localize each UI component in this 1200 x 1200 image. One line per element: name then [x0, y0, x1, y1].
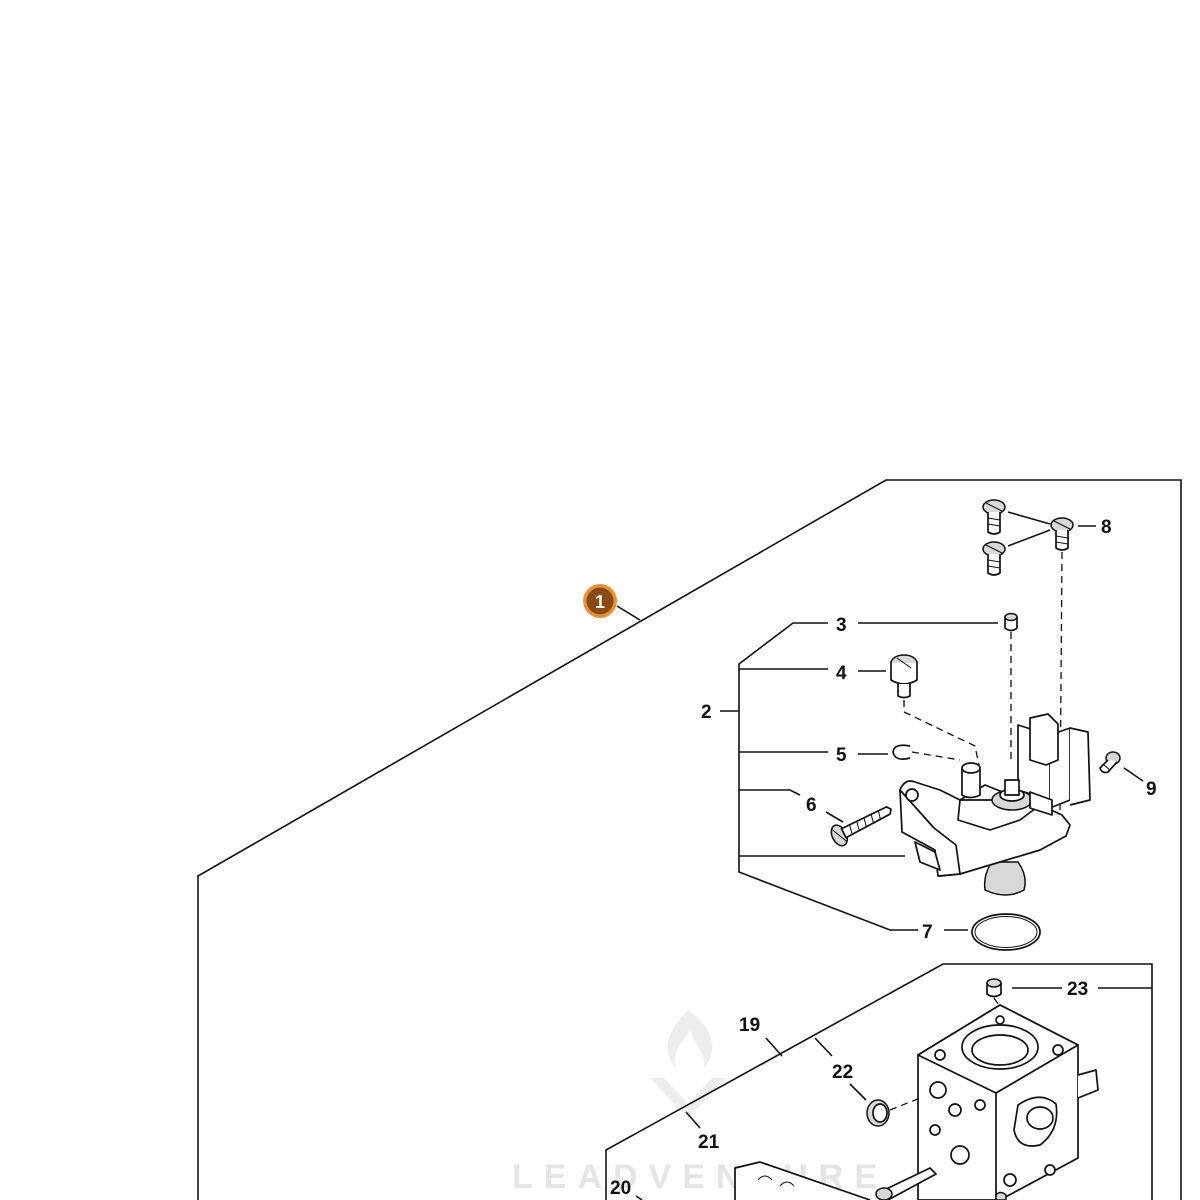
watermark: LEADVENTURE: [512, 1010, 877, 1196]
label-2: 2: [701, 702, 712, 723]
bracket-lower: [605, 963, 1153, 1200]
label-23: 23: [1067, 979, 1088, 1000]
leader-9: [1123, 767, 1144, 782]
adjust-screw-4: [890, 654, 918, 699]
part-callout-badge[interactable]: 1: [583, 584, 617, 618]
label-21: 21: [698, 1132, 720, 1153]
leader-8-screw-b: [1007, 529, 1051, 547]
label-4: 4: [836, 663, 847, 684]
leader-21a: [685, 1111, 701, 1129]
adjust-screw-4-axis: [903, 700, 981, 771]
v-logo-icon: [650, 1078, 726, 1118]
bracket-2: [738, 622, 918, 931]
o-ring-7: [971, 913, 1041, 951]
gasket-plate: [734, 1161, 871, 1200]
leader-8-screw-a: [1007, 511, 1051, 525]
leader-19: [765, 1037, 783, 1057]
label-3: 3: [836, 615, 847, 636]
o-ring-7-inner: [974, 916, 1038, 948]
leader-20: [635, 1195, 643, 1200]
sleeve-23: [986, 978, 1002, 998]
assembly-bracket-outer: [197, 479, 1182, 1200]
callout-number: 1: [595, 592, 605, 612]
callout-leader: [616, 605, 641, 621]
label-5: 5: [836, 745, 847, 766]
label-22: 22: [832, 1062, 853, 1083]
label-20: 20: [610, 1178, 631, 1199]
long-screw-6: [830, 806, 892, 847]
e-clip-5-axis: [911, 751, 961, 761]
e-clip-5: [892, 744, 911, 760]
label-19: 19: [739, 1015, 760, 1036]
screw-8c: [982, 541, 1006, 576]
gasket-holes: [757, 1175, 795, 1187]
label-9: 9: [1146, 779, 1157, 800]
plug-22: [866, 1099, 890, 1127]
screw-9: [1099, 751, 1121, 774]
leader-6a: [739, 789, 801, 796]
screw-8a: [982, 499, 1006, 535]
leader-22b: [849, 1083, 867, 1101]
label-7: 7: [922, 922, 933, 943]
flame-logo-icon: [667, 1010, 713, 1068]
leader-6b: [825, 811, 844, 823]
label-6: 6: [806, 795, 817, 816]
throttle-housing-2: [899, 713, 1091, 896]
leader-22a: [814, 1037, 833, 1057]
sleeve-3: [1004, 612, 1018, 632]
label-8: 8: [1101, 517, 1112, 538]
needle-screw: [875, 1167, 937, 1200]
carburetor-body: [917, 1004, 1099, 1200]
screw-8b: [1050, 517, 1074, 551]
callout-fill: [586, 587, 614, 615]
